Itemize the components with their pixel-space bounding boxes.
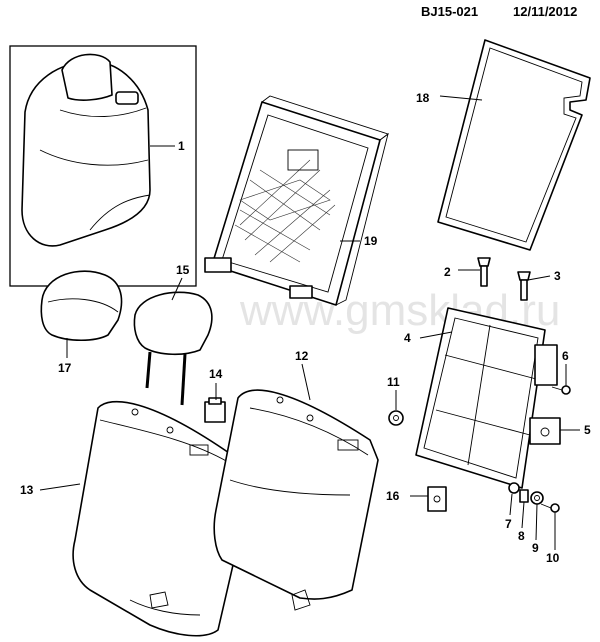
callout-3: 3 [554,269,561,283]
callout-16: 16 [386,489,400,503]
part-15-headrest [133,291,213,406]
callout-19: 19 [364,234,378,248]
part-10-bolt [540,503,560,513]
part-17-headrest [40,270,123,342]
callout-15: 15 [176,263,190,277]
part-19-seatback-frame [204,95,389,306]
callout-7: 7 [505,517,512,531]
callout-12: 12 [295,349,309,363]
diagram-code: BJ15-021 [421,4,479,19]
part-5-latch [529,417,561,445]
callout-9: 9 [532,541,539,555]
callout-13: 13 [20,483,34,497]
callout-17: 17 [58,361,72,375]
diagram-date: 12/11/2012 [513,4,578,19]
part-4-wire-frame [415,307,558,489]
part-12-seatback [213,389,379,611]
callout-2: 2 [444,265,451,279]
callout-6: 6 [562,349,569,363]
part-13-seatback [72,400,249,637]
part-14-guide [204,397,226,423]
part-7-spring-washer [508,482,520,494]
callout-5: 5 [584,423,591,437]
callout-1: 1 [178,139,185,153]
part-1-seat-cover [9,45,197,287]
leader-lines [39,95,580,550]
part-2-pin [477,257,491,287]
callout-8: 8 [518,529,525,543]
callout-18: 18 [416,91,430,105]
callout-4: 4 [404,331,411,345]
part-11-washer [388,410,404,426]
part-16-bracket [427,486,447,512]
callout-11: 11 [387,375,400,389]
callout-10: 10 [546,551,560,565]
callout-14: 14 [209,367,223,381]
part-18-seatback-panel [437,39,591,251]
part-8-bushing [519,489,529,503]
part-6-bolt [551,385,571,395]
part-9-washer [530,491,544,505]
